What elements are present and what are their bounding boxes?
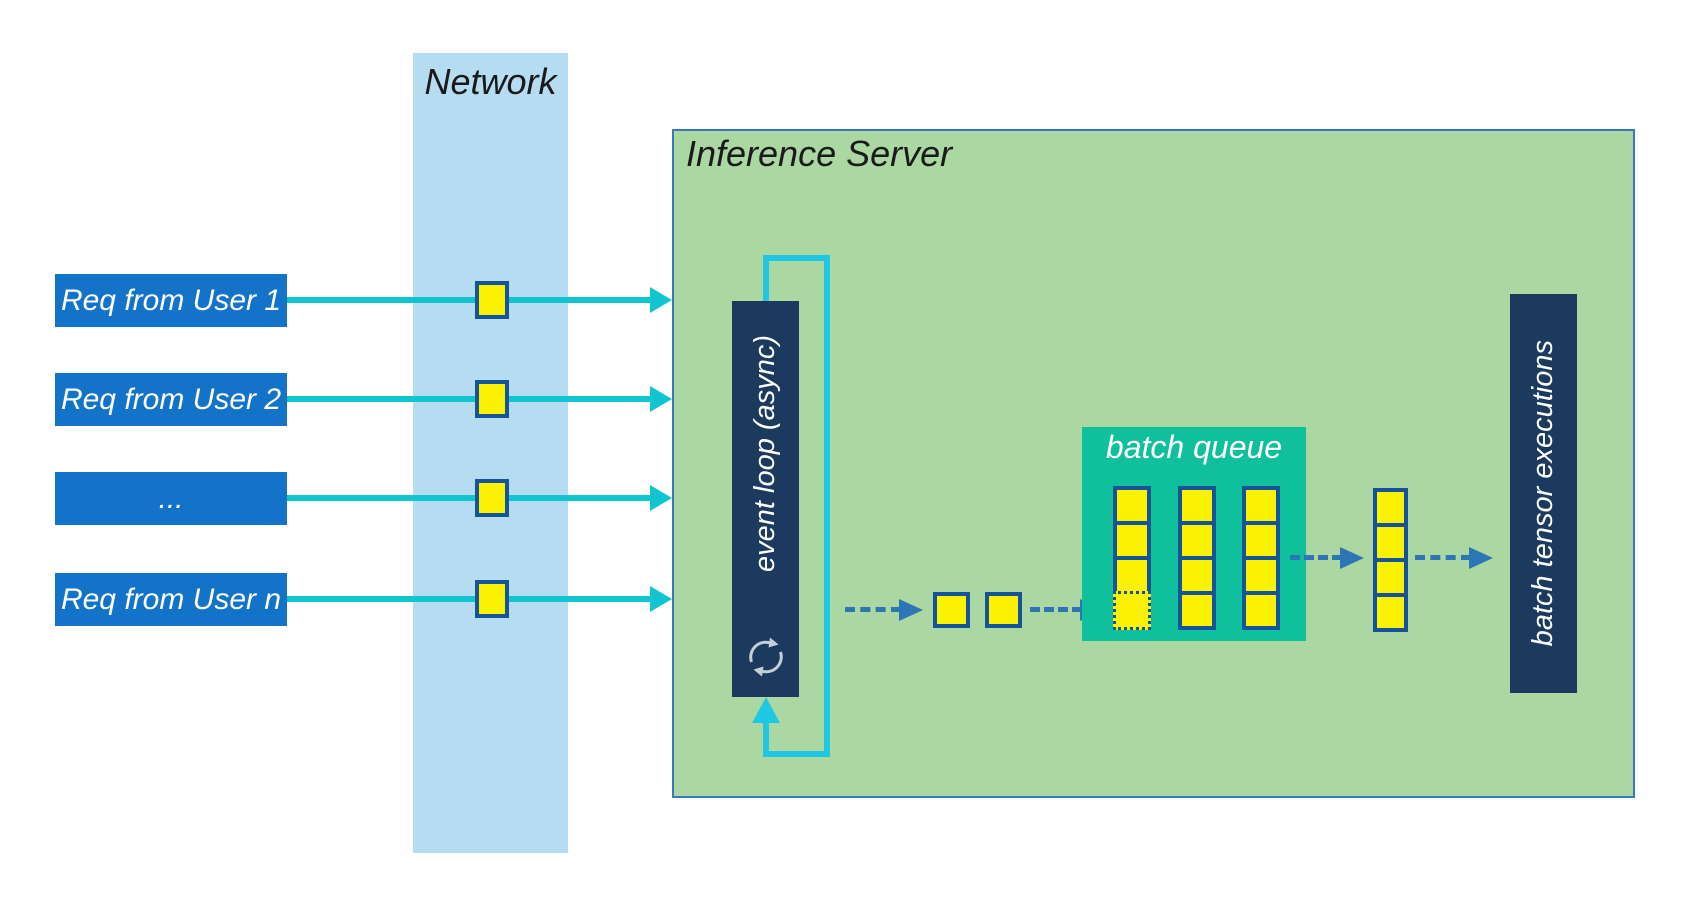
event-loop-box: event loop (async) [732, 301, 799, 697]
queue-cell [1113, 521, 1151, 560]
dashed-arrow-line [1290, 555, 1342, 560]
request-arrowhead [650, 287, 672, 313]
queue-cell [1113, 486, 1151, 525]
batch-cell [1373, 593, 1408, 632]
request-arrowhead [650, 485, 672, 511]
queue-cell [1113, 556, 1151, 595]
queue-cell [1178, 486, 1216, 525]
request-arrow-line [287, 596, 652, 602]
request-arrowhead [650, 586, 672, 612]
request-arrow-line [287, 396, 652, 402]
network-packet-cell [475, 380, 509, 418]
dashed-arrowhead [1340, 547, 1364, 569]
request-box: Req from User 1 [55, 274, 287, 327]
request-label: Req from User 1 [60, 283, 282, 317]
loop-line [824, 255, 830, 757]
dashed-arrow-line [1415, 555, 1471, 560]
sync-icon [748, 637, 783, 677]
queue-cell [1242, 591, 1280, 630]
queue-cell [1178, 591, 1216, 630]
queue-cell [1242, 521, 1280, 560]
pending-packet-cell [985, 592, 1022, 628]
dashed-arrowhead [1469, 547, 1493, 569]
loop-line [763, 255, 830, 261]
request-arrow-line [287, 495, 652, 501]
batch-cell [1373, 488, 1408, 527]
request-arrow-line [287, 297, 652, 303]
batch-cell [1373, 558, 1408, 597]
request-label: Req from User n [60, 582, 282, 616]
batch-queue-label: batch queue [1105, 429, 1283, 465]
loop-line [763, 722, 769, 751]
request-box: Req from User n [55, 573, 287, 626]
request-box: Req from User 2 [55, 373, 287, 426]
queue-cell [1242, 556, 1280, 595]
pending-packet-cell [933, 592, 970, 628]
queue-cell [1178, 556, 1216, 595]
inference-server-title: Inference Server [686, 133, 953, 174]
request-label: Req from User 2 [60, 382, 282, 416]
network-packet-cell [475, 281, 509, 319]
request-box: ... [55, 472, 287, 525]
batch-cell [1373, 523, 1408, 562]
dashed-arrowhead [899, 599, 923, 621]
queue-cell [1242, 486, 1280, 525]
loop-line [763, 751, 830, 757]
loop-arrowhead [752, 697, 780, 723]
queue-cell-placeholder [1113, 591, 1151, 630]
request-label: ... [158, 481, 184, 515]
network-packet-cell [475, 479, 509, 517]
batch-tensor-executions-box: batch tensor executions [1510, 294, 1577, 693]
loop-line [763, 258, 769, 304]
batch-tensor-executions-label: batch tensor executions [1527, 340, 1559, 647]
event-loop-label: event loop (async) [749, 334, 781, 572]
network-label: Network [424, 61, 557, 102]
dashed-arrow-line [845, 607, 901, 612]
network-band: Network [413, 53, 568, 853]
request-arrowhead [650, 386, 672, 412]
dashed-arrow-line [1030, 607, 1082, 612]
queue-cell [1178, 521, 1216, 560]
network-packet-cell [475, 580, 509, 618]
